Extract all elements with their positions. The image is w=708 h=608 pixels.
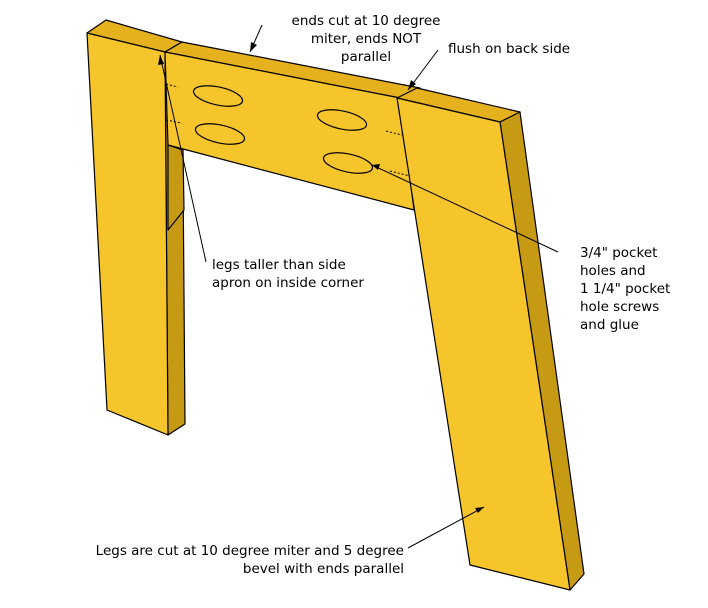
screw-paths [165, 83, 411, 177]
apron-inner-shadow [167, 144, 185, 231]
label-legs-cut: Legs are cut at 10 degree miter and 5 de… [95, 543, 404, 577]
label-pocket-holes: 3/4" pocket holes and 1 1/4" pocket hole… [580, 245, 671, 333]
label-miter-ends: ends cut at 10 degree miter, ends NOT pa… [291, 13, 441, 65]
pocket-hole-4 [322, 152, 374, 174]
pocket-hole-1 [192, 85, 244, 107]
label-flush-back: flush on back side [448, 41, 571, 57]
arrow-flush [408, 80, 416, 90]
leader-lines [159, 24, 559, 549]
arrow-legs-taller [158, 55, 164, 65]
right-leg-front [396, 97, 571, 591]
left-leg-front [86, 32, 169, 436]
right-leg [396, 87, 585, 591]
pocket-holes [192, 85, 374, 174]
pocket-hole-2 [194, 123, 246, 145]
label-legs-taller: legs taller than side apron on inside co… [212, 257, 364, 291]
arrow-legs-cut [475, 507, 484, 513]
pocket-hole-3 [316, 109, 368, 131]
arrow-pocket-holes [372, 164, 380, 170]
arrowheads [158, 42, 484, 513]
arrow-miter [250, 42, 257, 52]
